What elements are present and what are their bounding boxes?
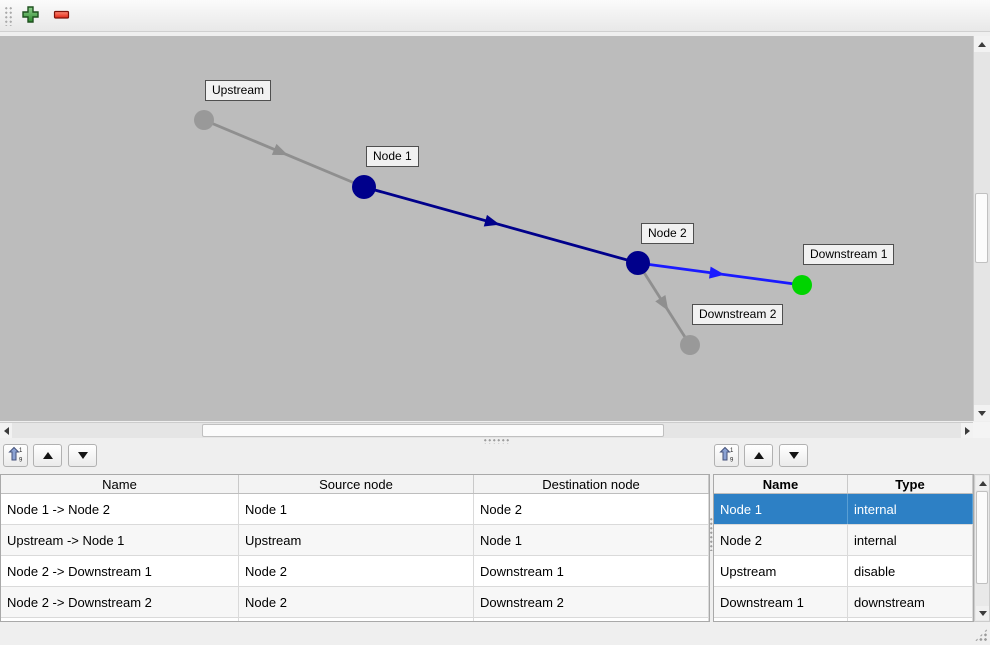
add-button[interactable]	[18, 4, 42, 28]
cell: Upstream	[714, 555, 848, 587]
remove-button[interactable]	[49, 4, 73, 28]
scroll-up-icon[interactable]	[974, 36, 990, 52]
scroll-down-icon[interactable]	[976, 606, 989, 620]
column-header[interactable]: Name	[714, 475, 848, 494]
sort-nodes-button[interactable]: 1 9	[714, 444, 739, 467]
svg-text:9: 9	[19, 458, 23, 463]
horizontal-pane-splitter[interactable]	[483, 438, 509, 444]
node-label[interactable]: Node 2	[641, 223, 694, 244]
cell: Downstream 2	[473, 586, 709, 618]
cell: Downstream 1	[473, 555, 709, 587]
column-header[interactable]: Type	[847, 475, 973, 494]
cell: Node 1	[714, 493, 848, 525]
scroll-up-icon[interactable]	[976, 476, 989, 490]
svg-text:1: 1	[730, 448, 734, 454]
horizontal-scrollbar-thumb[interactable]	[202, 424, 664, 437]
plus-icon	[21, 5, 40, 27]
cell: Downstream 1	[714, 586, 848, 618]
graph-node[interactable]	[352, 175, 376, 199]
window-resize-grip[interactable]	[974, 628, 988, 642]
edge-arrowhead-icon	[483, 214, 500, 227]
canvas-vertical-scrollbar[interactable]	[973, 36, 990, 421]
nodes-table-scrollbar[interactable]	[974, 474, 990, 622]
sort-ascending-1-9-icon: 1 9	[719, 446, 734, 465]
move-edge-down-button[interactable]	[68, 444, 97, 467]
minus-icon	[53, 6, 70, 26]
up-triangle-icon	[753, 452, 764, 459]
cell: disable	[847, 555, 973, 587]
up-triangle-icon	[42, 452, 53, 459]
svg-text:9: 9	[730, 458, 734, 463]
scroll-left-icon[interactable]	[0, 423, 12, 438]
canvas-horizontal-scrollbar[interactable]	[0, 422, 973, 438]
empty-row	[1, 617, 709, 621]
vertical-scrollbar-thumb[interactable]	[975, 193, 988, 263]
sort-edges-button[interactable]: 1 9	[3, 444, 28, 467]
node-label[interactable]: Downstream 1	[803, 244, 895, 265]
scroll-right-icon[interactable]	[961, 423, 973, 438]
cell: Node 2	[714, 524, 848, 556]
cell: Node 2	[473, 493, 709, 525]
graph-node[interactable]	[626, 251, 650, 275]
graph-node[interactable]	[194, 110, 214, 130]
scrollbar-thumb[interactable]	[976, 491, 988, 584]
column-header[interactable]: Name	[1, 475, 239, 494]
graph-node[interactable]	[792, 275, 812, 295]
node-label[interactable]: Upstream	[205, 80, 272, 101]
column-header[interactable]: Destination node	[473, 475, 709, 494]
down-triangle-icon	[788, 452, 799, 459]
cell: Node 2 -> Downstream 1	[1, 555, 239, 587]
cell: Node 1 -> Node 2	[1, 493, 239, 525]
down-triangle-icon	[77, 452, 88, 459]
cell: downstream	[847, 586, 973, 618]
scroll-down-icon[interactable]	[974, 405, 990, 421]
cell: internal	[847, 524, 973, 556]
move-edge-up-button[interactable]	[33, 444, 62, 467]
edge-arrowhead-icon	[655, 294, 669, 311]
cell: Node 2	[238, 586, 474, 618]
cell: Node 1	[238, 493, 474, 525]
graph	[194, 110, 812, 355]
cell: Node 2	[238, 555, 474, 587]
node-label[interactable]: Downstream 2	[692, 304, 784, 325]
cell: Node 1	[473, 524, 709, 556]
column-header[interactable]: Source node	[238, 475, 474, 494]
main-toolbar	[0, 0, 990, 32]
move-node-up-button[interactable]	[744, 444, 773, 467]
graph-edge[interactable]	[363, 185, 639, 265]
cell: Upstream	[238, 524, 474, 556]
edge-arrowhead-icon	[709, 266, 725, 279]
empty-row	[714, 617, 973, 621]
toolbar-drag-handle[interactable]	[4, 6, 13, 26]
cell: Node 2 -> Downstream 2	[1, 586, 239, 618]
cell: Upstream -> Node 1	[1, 524, 239, 556]
svg-text:1: 1	[19, 448, 23, 454]
sort-ascending-1-9-icon: 1 9	[8, 446, 23, 465]
cell: internal	[847, 493, 973, 525]
move-node-down-button[interactable]	[779, 444, 808, 467]
edge-arrowhead-icon	[271, 143, 288, 156]
node-label[interactable]: Node 1	[366, 146, 419, 167]
graph-node[interactable]	[680, 335, 700, 355]
vertical-pane-splitter[interactable]	[709, 517, 715, 551]
scrollbar-corner	[973, 422, 990, 438]
